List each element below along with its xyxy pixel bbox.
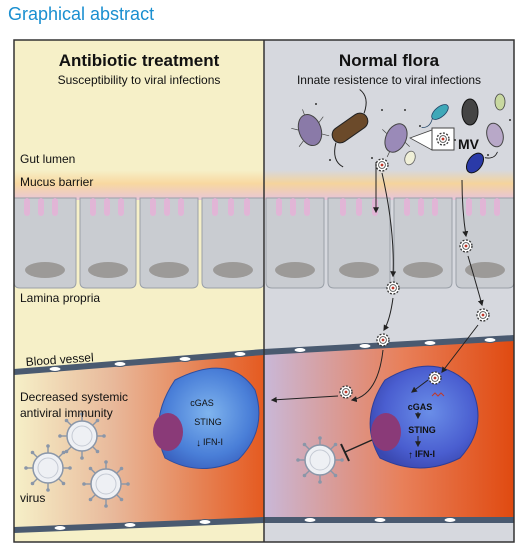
mucus-band-left: [14, 170, 264, 200]
left-panel-title: Antibiotic treatment: [59, 51, 220, 70]
immune-cell-left: [153, 367, 260, 469]
dna-icon: [431, 392, 445, 397]
ifn-arrow-right: ↑: [408, 450, 413, 461]
virus-icon: [23, 443, 73, 493]
immunity-label-line1: Decreased systemic: [20, 390, 128, 404]
virus-label: virus: [20, 491, 45, 505]
mv-callout: [409, 127, 455, 151]
virus-icon: [81, 459, 131, 509]
nucleus-left: [153, 413, 183, 451]
left-panel-subtitle: Susceptibility to viral infections: [58, 73, 221, 87]
ifn-label-left: IFN-I: [203, 437, 223, 447]
membrane-vesicle-icon: [376, 333, 390, 347]
right-panel-title: Normal flora: [339, 51, 440, 70]
right-panel-subtitle: Innate resistence to viral infections: [297, 73, 481, 87]
membrane-vesicle-icon: [375, 158, 389, 172]
ifn-label-right: IFN-I: [415, 449, 435, 459]
graphical-abstract-title: Graphical abstract: [8, 4, 155, 24]
nucleus-right: [371, 413, 401, 451]
membrane-vesicle-icon: [339, 385, 353, 399]
gut-lumen-label: Gut lumen: [20, 152, 75, 166]
sting-label-left: STING: [194, 417, 222, 427]
sting-label-right: STING: [408, 425, 436, 435]
bacteria-group: [291, 89, 511, 174]
mv-label: MV: [458, 136, 480, 152]
cgas-label-right: cGAS: [408, 402, 433, 412]
immune-cell-right: [369, 365, 479, 469]
membrane-vesicle-icon: [428, 371, 442, 385]
inhibition-mark: [340, 439, 373, 462]
left-panel: [13, 40, 265, 542]
cgas-label-left: cGAS: [190, 398, 214, 408]
right-panel: [263, 40, 515, 542]
mucus-barrier-label: Mucus barrier: [20, 175, 93, 189]
membrane-vesicle-icon: [476, 308, 490, 322]
membrane-vesicle-icon: [459, 239, 473, 253]
mucus-band-right: [264, 170, 514, 200]
virus-icon: [295, 435, 345, 485]
blood-vessel-label: Blood vessel: [25, 350, 94, 369]
ifn-arrow-left: ↓: [196, 438, 201, 449]
pathway-arrows: [270, 162, 484, 448]
lamina-propria-label: Lamina propria: [20, 291, 100, 305]
immunity-label-line2: antiviral immunity: [20, 406, 113, 420]
membrane-vesicle-icon: [386, 281, 400, 295]
